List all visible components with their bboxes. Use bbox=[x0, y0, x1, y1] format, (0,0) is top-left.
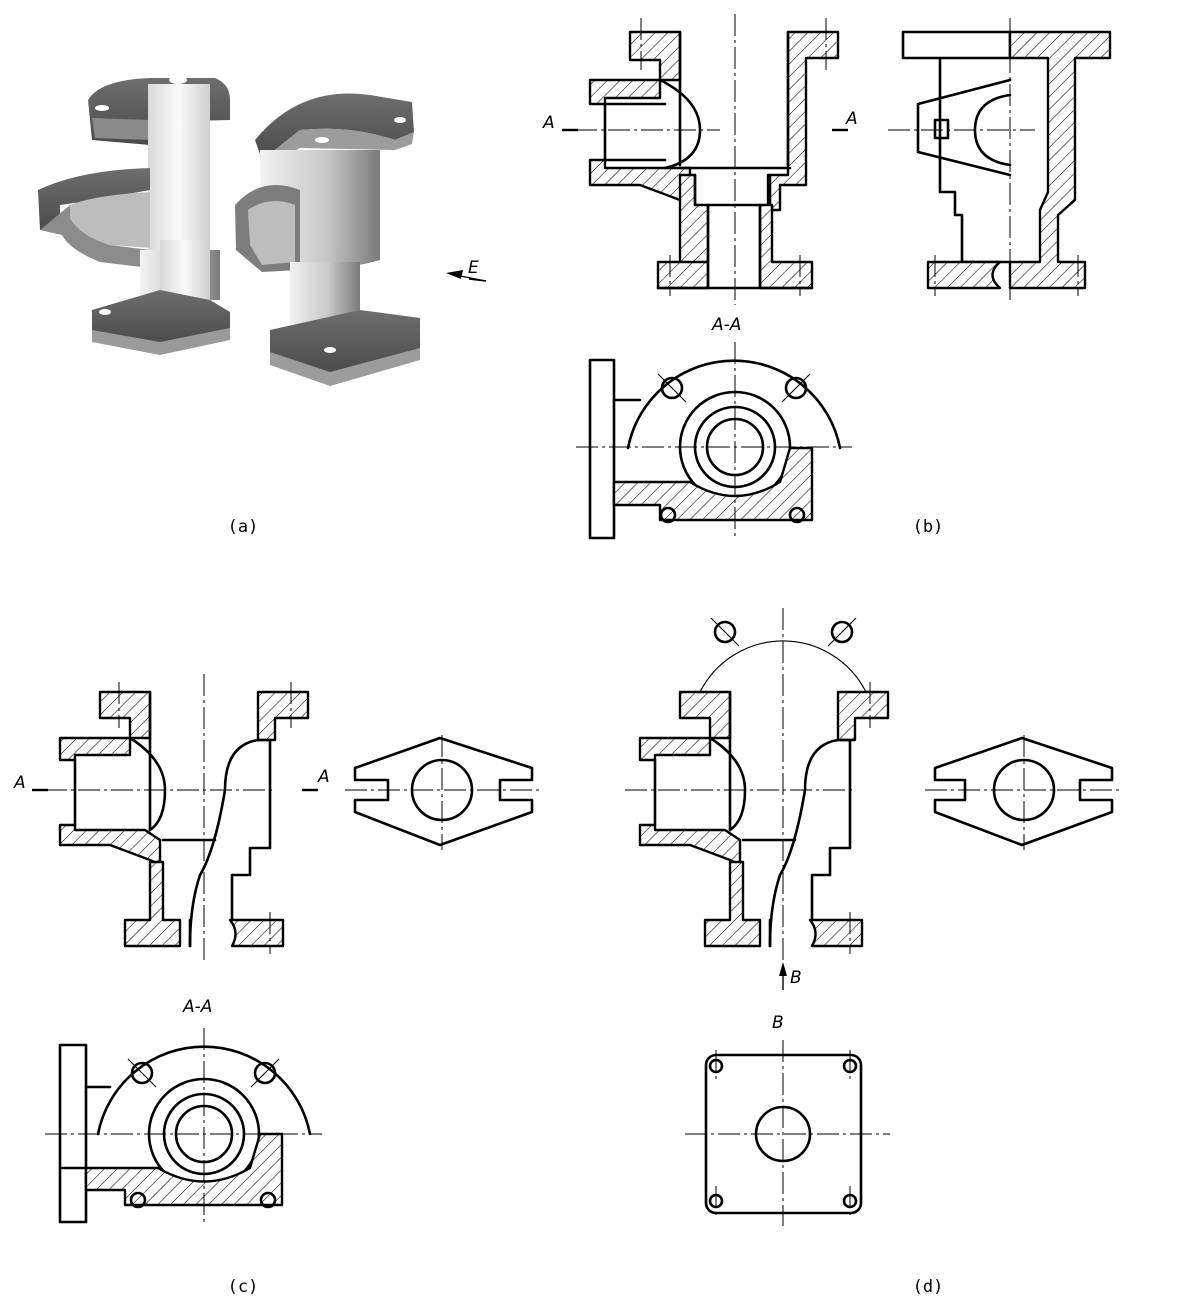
section-mark-right-c: A bbox=[317, 767, 330, 787]
caption-c: (c) bbox=[228, 1277, 259, 1297]
view-d-front-section: B bbox=[625, 608, 890, 990]
iso-right-half bbox=[235, 93, 420, 386]
section-title-c: A-A bbox=[182, 997, 212, 1017]
view-mark-b: B bbox=[790, 968, 802, 988]
section-mark-right: A bbox=[845, 109, 858, 129]
view-d-bottom-view-b: B bbox=[685, 1013, 890, 1226]
section-mark-left-c: A bbox=[13, 773, 26, 793]
view-title-b: B bbox=[772, 1013, 784, 1033]
view-c-front-section: A A bbox=[13, 674, 330, 962]
iso-left-half bbox=[38, 76, 230, 355]
section-title-b: A-A bbox=[711, 315, 741, 335]
iso-cutaway-view: E bbox=[38, 76, 487, 386]
view-c-section-aa: A-A bbox=[45, 997, 322, 1225]
view-arrow-e: E bbox=[446, 258, 487, 282]
view-b-section-aa: A-A bbox=[576, 315, 852, 540]
caption-a: (a) bbox=[228, 517, 259, 537]
view-b-front-section: A A bbox=[542, 14, 858, 305]
caption-b: (b) bbox=[913, 517, 944, 537]
caption-d: (d) bbox=[913, 1277, 944, 1297]
view-c-top-flange bbox=[345, 735, 542, 850]
view-b-side-view bbox=[888, 18, 1112, 300]
view-arrow-label: E bbox=[468, 258, 479, 278]
view-d-top-flange bbox=[925, 735, 1122, 850]
section-mark-left: A bbox=[542, 113, 555, 133]
